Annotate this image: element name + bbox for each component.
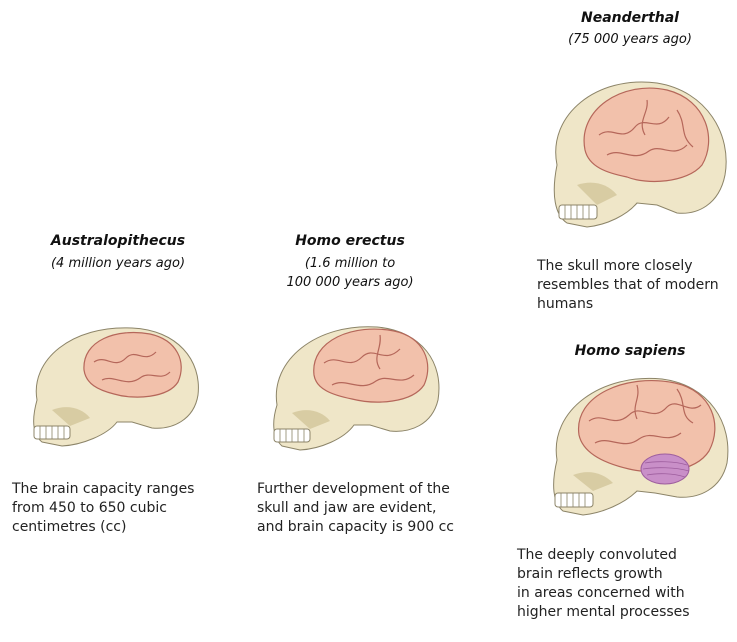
australopithecus-title: Australopithecus — [18, 233, 218, 249]
neanderthal-caption: The skull more closely resembles that of… — [537, 257, 737, 314]
neanderthal-skull-illustration — [537, 55, 737, 245]
homo-erectus-title: Homo erectus — [260, 233, 440, 249]
australopithecus-era: (4 million years ago) — [18, 254, 218, 273]
homo-erectus-skull-illustration — [262, 305, 452, 465]
australopithecus-caption: The brain capacity ranges from 450 to 65… — [12, 480, 232, 537]
homo-sapiens-skull-illustration — [537, 365, 737, 525]
brain-icon — [84, 333, 181, 398]
australopithecus-skull-illustration — [22, 300, 212, 460]
homo-sapiens-title: Homo sapiens — [540, 343, 720, 359]
neanderthal-era: (75 000 years ago) — [540, 30, 720, 49]
homo-sapiens-caption: The deeply convoluted brain reflects gro… — [517, 546, 732, 622]
homo-erectus-caption: Further development of the skull and jaw… — [257, 480, 497, 537]
homo-erectus-era: (1.6 million to 100 000 years ago) — [260, 254, 440, 292]
neanderthal-title: Neanderthal — [540, 10, 720, 26]
brain-icon — [314, 329, 428, 402]
brain-icon — [579, 381, 715, 472]
cerebellum-icon — [641, 454, 689, 484]
